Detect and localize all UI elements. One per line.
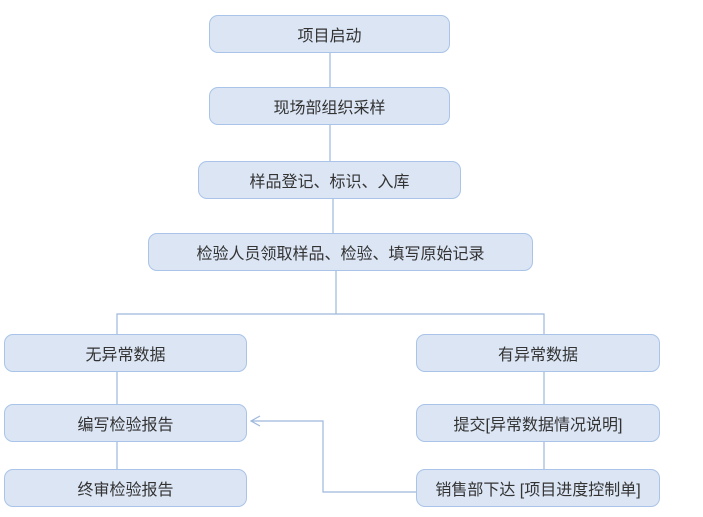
node-abnormal-data: 有异常数据 bbox=[416, 334, 660, 372]
node-write-inspection-report: 编写检验报告 bbox=[4, 404, 247, 442]
node-inspection-process: 检验人员领取样品、检验、填写原始记录 bbox=[148, 233, 533, 271]
node-submit-abnormal-note: 提交[异常数据情况说明] bbox=[416, 404, 660, 442]
feedback-elbow bbox=[252, 420, 416, 493]
node-sample-registration: 样品登记、标识、入库 bbox=[198, 161, 461, 199]
feedback-arrowhead-icon bbox=[249, 415, 261, 427]
node-sales-issue-control-sheet: 销售部下达 [项目进度控制单] bbox=[416, 469, 660, 507]
branch-bar bbox=[116, 313, 545, 334]
node-site-dept-sampling: 现场部组织采样 bbox=[209, 87, 450, 125]
node-final-review-report: 终审检验报告 bbox=[4, 469, 247, 507]
node-project-start: 项目启动 bbox=[209, 15, 450, 53]
node-no-abnormal-data: 无异常数据 bbox=[4, 334, 247, 372]
